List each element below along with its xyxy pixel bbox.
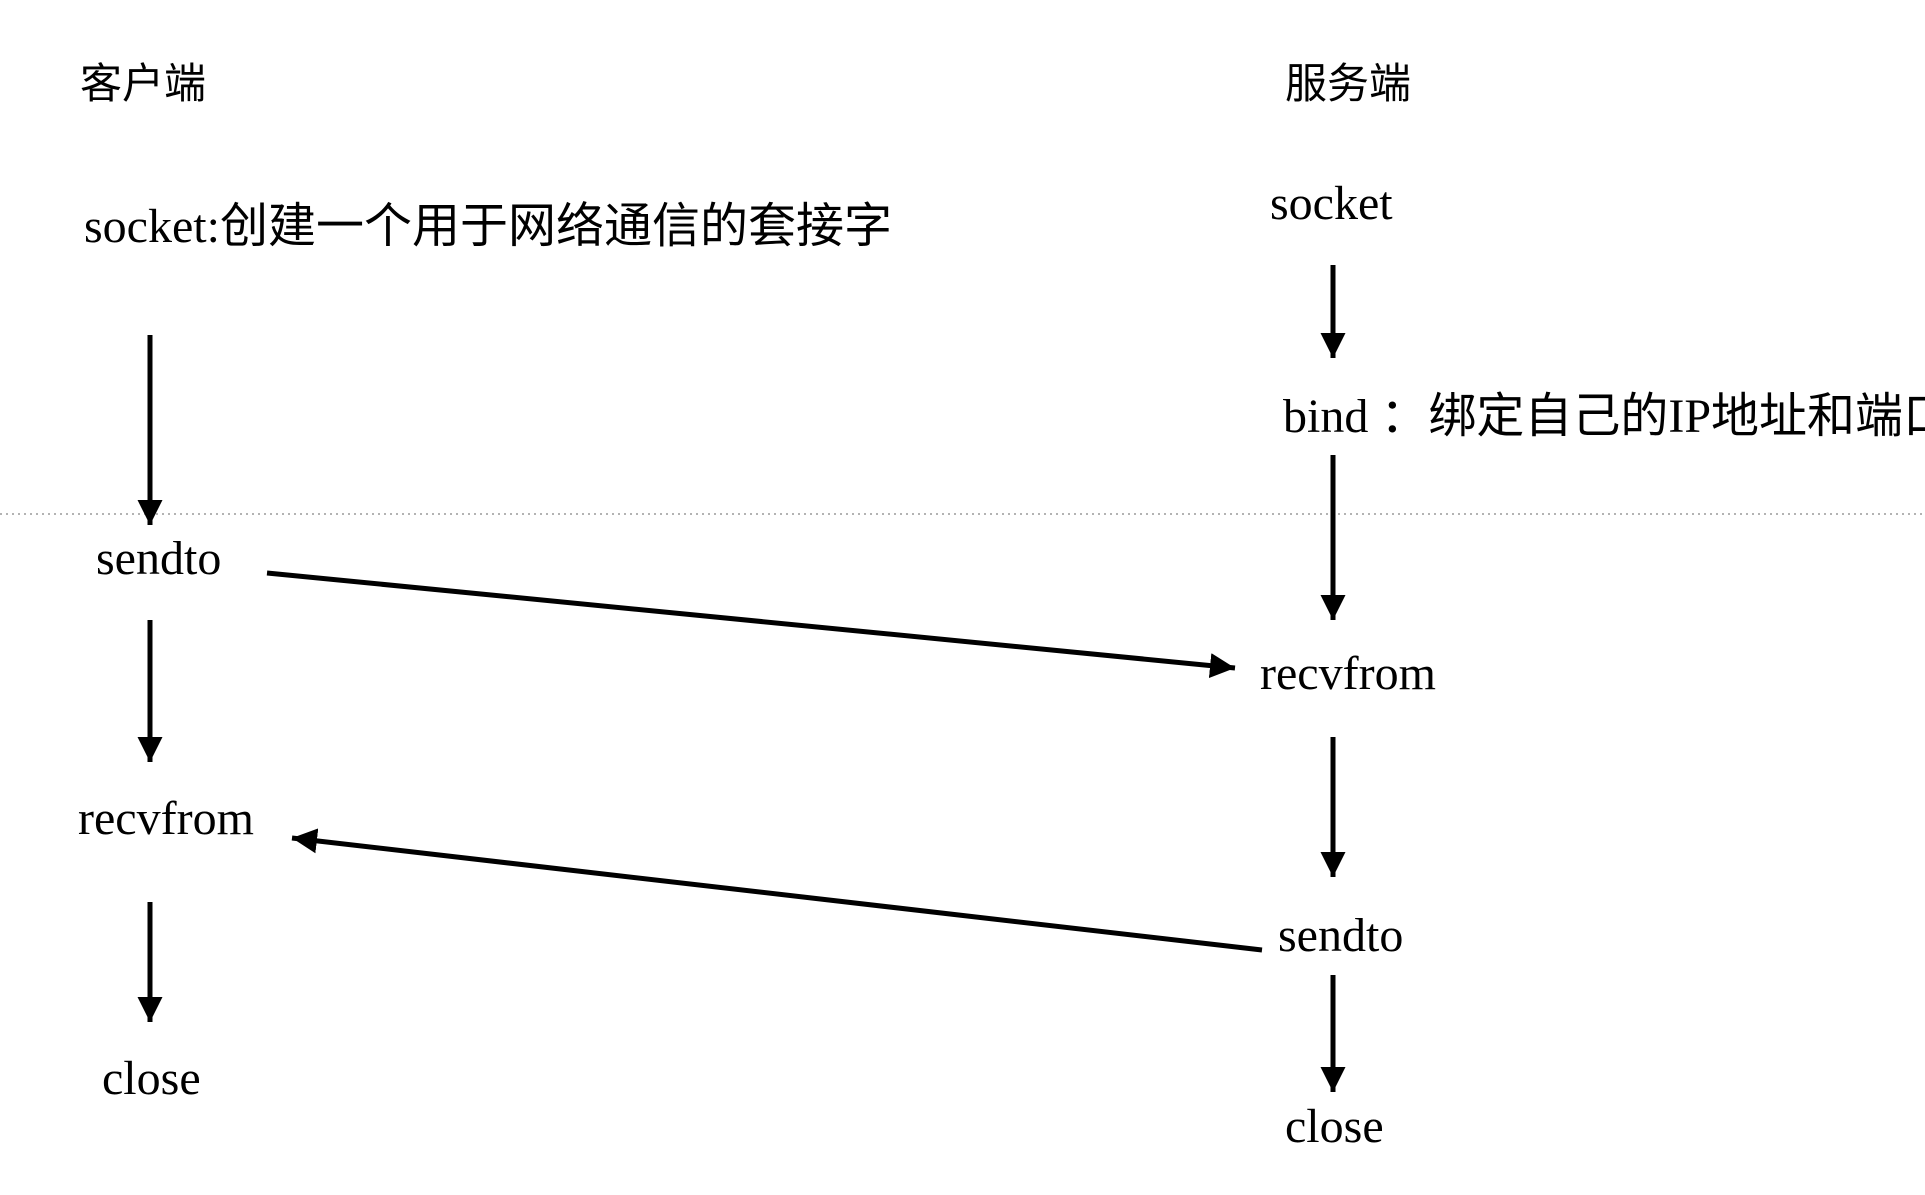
client-socket-label: socket:创建一个用于网络通信的套接字: [84, 200, 892, 253]
client-close-label: close: [102, 1052, 201, 1105]
server-sendto-label: sendto: [1278, 909, 1404, 962]
client-recvfrom-label: recvfrom: [78, 792, 254, 845]
client-heading: 客户端: [80, 59, 207, 108]
client-sendto-label: sendto: [96, 532, 222, 585]
request-arrow-client-to-server: [266, 570, 1236, 678]
server-bind-label: bind ：绑定自己的IP地址和端口: [1283, 390, 1925, 443]
response-arrow-server-to-client: [291, 828, 1263, 953]
server-heading: 服务端: [1285, 59, 1412, 108]
server-recvfrom-label: recvfrom: [1260, 647, 1436, 700]
server-socket-label: socket: [1270, 177, 1393, 230]
server-close-label: close: [1285, 1100, 1384, 1153]
